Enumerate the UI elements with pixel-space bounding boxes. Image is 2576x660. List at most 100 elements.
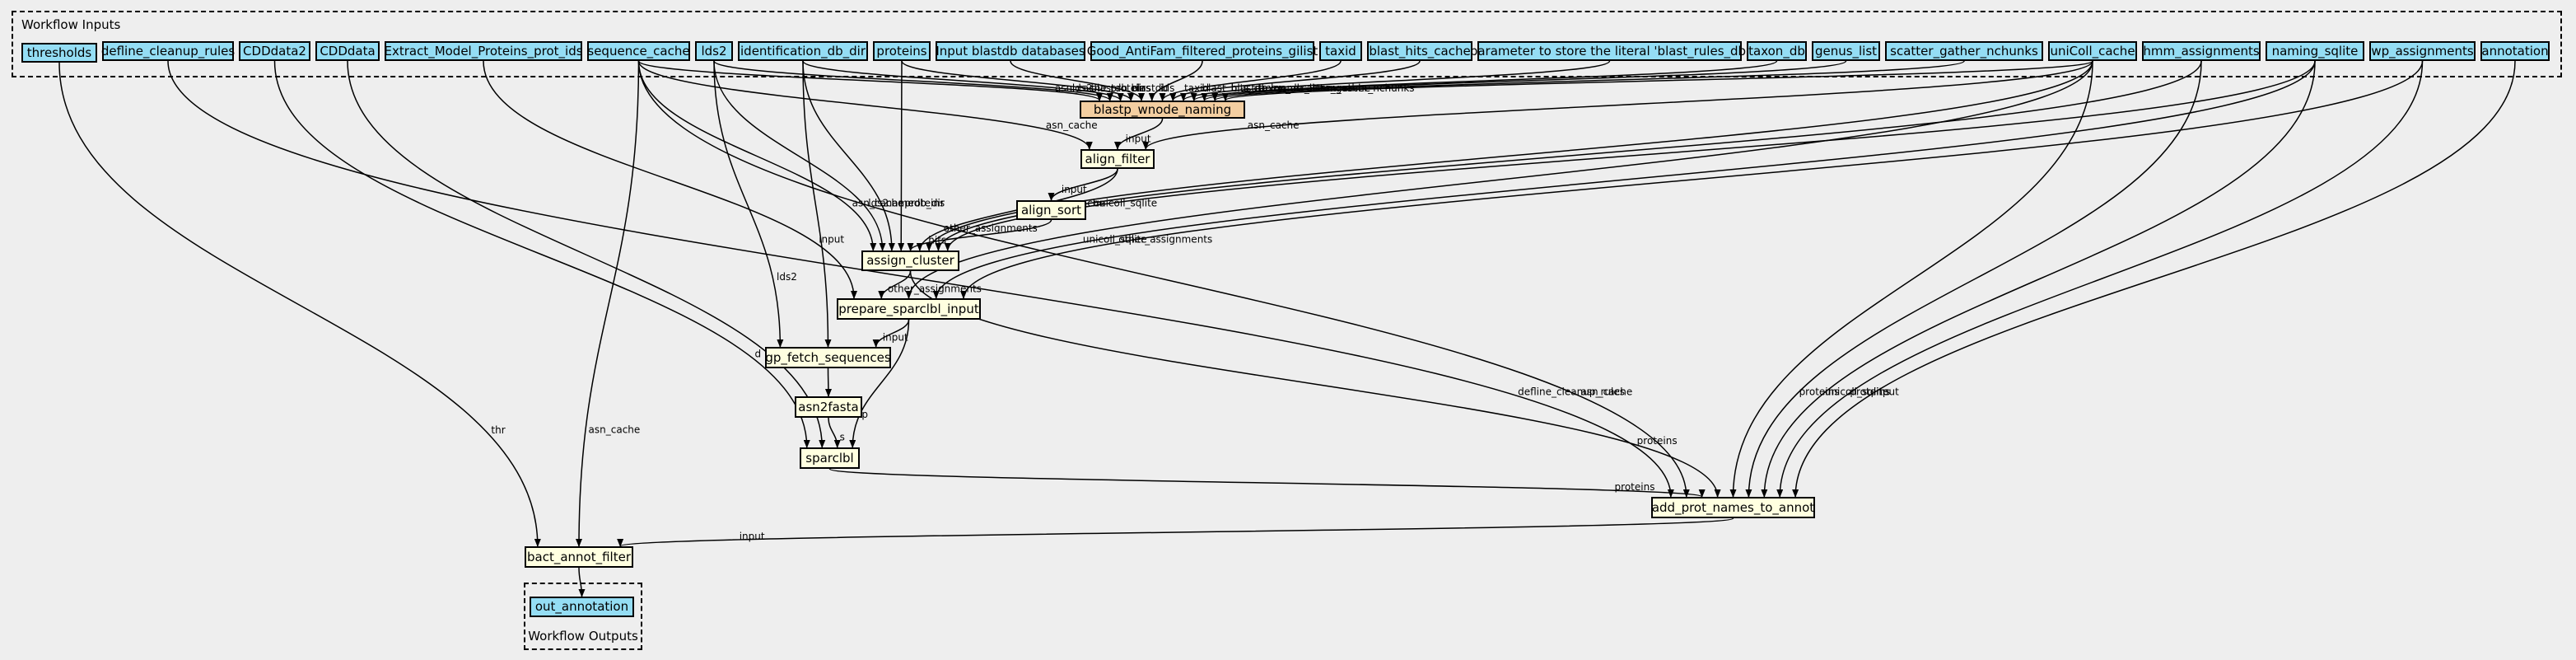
edge-label: proteins (1110, 82, 1150, 94)
node-taxon-db[interactable]: taxon_db (1747, 41, 1807, 61)
node-defline-cleanup-rules[interactable]: defline_cleanup_rules (101, 41, 235, 61)
edge-label: blastdb_dir (1090, 82, 1145, 94)
edge-label: lds2 (777, 271, 797, 283)
edge-input-blastdb-to-blastp-wnode-naming (1010, 60, 1145, 101)
workflow-outputs-label: Workflow Outputs (528, 629, 638, 644)
node-identification-db-dir[interactable]: identification_db_dir (738, 41, 868, 61)
node-taxid[interactable]: taxid (1319, 41, 1362, 61)
edge-proteins-to-blastp-wnode-naming (901, 60, 1135, 101)
node-blast-rules-param[interactable]: parameter to store the literal 'blast_ru… (1470, 41, 1749, 61)
node-annotation[interactable]: annotation (2480, 41, 2550, 61)
node-genus-list[interactable]: genus_list (1812, 41, 1880, 61)
edge-blast-hits-cache-to-blastp-wnode-naming (1169, 60, 1421, 101)
edge-CDDdata-to-sparclbl (347, 60, 826, 448)
edge-label: defline_cleanup_rules (1518, 386, 1625, 397)
edge-label: p (861, 409, 868, 420)
edge-sequence-cache-to-add-prot-names-to-annot (637, 60, 1690, 498)
edge-label: other_assignments (1118, 234, 1212, 246)
edge-label: lds2 (1072, 82, 1093, 94)
edge-label: unicoll_sqlite (1825, 386, 1889, 397)
node-good-antifam[interactable]: Good_AntiFam_filtered_proteins_gilist (1087, 41, 1318, 61)
edge-label: asn_cache (589, 424, 641, 435)
edge-thresholds-to-bact-annot-filter (58, 62, 541, 547)
edge-scatter-gather-nchunks-to-blastp-wnode-naming (1211, 60, 1965, 101)
edge-lds2-to-blastp-wnode-naming (713, 60, 1113, 101)
edge-label: taxon_db (1258, 82, 1303, 94)
node-add-prot-names-to-annot[interactable]: add_prot_names_to_annot (1651, 497, 1815, 518)
edge-label: proteins (1850, 386, 1890, 397)
node-proteins[interactable]: proteins (873, 41, 931, 61)
edge-defline-cleanup-rules-to-add-prot-names-to-annot (167, 60, 1674, 498)
node-uniColl-cache[interactable]: uniColl_cache (2048, 41, 2137, 61)
edge-label: other_assignments (888, 283, 982, 294)
edge-label: blastdb (1231, 82, 1268, 94)
edge-naming-sqlite-to-prepare-sparclbl-input (932, 60, 2316, 299)
edge-genus-list-to-blastp-wnode-naming (1201, 60, 1847, 101)
edge-label: asn_cache (852, 197, 904, 208)
edge-label: ids (1160, 82, 1174, 94)
edge-sequence-cache-to-assign-cluster (637, 60, 877, 251)
node-CDDdata[interactable]: CDDdata (315, 41, 380, 61)
edge-label: proteins (1799, 386, 1840, 397)
workflow-inputs-label: Workflow Inputs (21, 17, 121, 32)
edge-wp-assignments-to-add-prot-names-to-annot (1776, 60, 2424, 498)
edge-label: thr (491, 424, 505, 436)
edge-label: input (740, 531, 765, 542)
edge-identification-db-dir-to-blastp-wnode-naming (802, 60, 1124, 101)
node-blast-hits-cache[interactable]: blast_hits_cache (1367, 41, 1472, 61)
edge-label: asn_cache (1580, 386, 1632, 397)
edge-Extract-Model-Proteins-prot-ids-to-prepare-sparclbl-input (483, 60, 857, 299)
node-lds2[interactable]: lds2 (695, 41, 733, 61)
node-gp-fetch-sequences[interactable]: gp_fetch_sequences (765, 347, 891, 368)
edge-uniColl-cache-to-assign-cluster (926, 60, 2093, 251)
edge-uniColl-cache-to-blastp-wnode-naming (1222, 60, 2093, 101)
edge-hmm-assignments-to-add-prot-names-to-annot (1745, 60, 2202, 498)
edge-sequence-cache-to-blastp-wnode-naming (637, 60, 1103, 101)
edge-label: hits (928, 234, 946, 246)
node-input-blastdb[interactable]: Input blastdb databases (936, 41, 1085, 61)
node-Extract-Model-Proteins-prot-ids[interactable]: Extract_Model_Proteins_prot_ids (384, 41, 583, 61)
edge-identification-db-dir-to-gp-fetch-sequences (802, 60, 832, 348)
edge-taxon-db-to-blastp-wnode-naming (1190, 60, 1778, 101)
edge-label: unicoll_sqlite (1083, 234, 1147, 246)
edge-label: namedb_dir (886, 197, 945, 208)
edge-asn2fasta-to-sparclbl (828, 417, 841, 448)
edge-label: taxid (1184, 82, 1209, 94)
edge-sequence-cache-to-align-filter (637, 60, 1093, 150)
edge-label: asn_cache (1046, 119, 1098, 131)
edge-hmm-assignments-to-assign-cluster (935, 60, 2202, 251)
node-prepare-sparclbl-input[interactable]: prepare_sparclbl_input (837, 298, 981, 320)
node-asn2fasta[interactable]: asn2fasta (795, 396, 862, 418)
node-thresholds[interactable]: thresholds (21, 43, 97, 63)
edge-label: asn_cache (1248, 119, 1300, 131)
edge-label: d (755, 348, 762, 359)
edge-proteins-to-assign-cluster (898, 60, 905, 251)
node-assign-cluster[interactable]: assign_cluster (861, 250, 959, 271)
edge-sequence-cache-to-bact-annot-filter (576, 60, 640, 547)
edge-add-prot-names-to-annot-to-bact-annot-filter (617, 517, 1734, 547)
node-wp-assignments[interactable]: wp_assignments (2369, 41, 2476, 61)
edge-align-filter-to-align-sort (1048, 168, 1118, 201)
edge-gp-fetch-sequences-to-asn2fasta (824, 367, 832, 397)
edge-label: asn_cache (1055, 82, 1107, 94)
node-align-sort[interactable]: align_sort (1016, 200, 1086, 220)
node-sparclbl[interactable]: sparclbl (800, 447, 860, 469)
edge-blastp-wnode-naming-to-align-filter (1114, 118, 1164, 150)
node-blastp-wnode-naming[interactable]: blastp_wnode_naming (1080, 101, 1245, 119)
node-hmm-assignments[interactable]: hmm_assignments (2142, 41, 2261, 61)
edge-label: input (1126, 133, 1151, 144)
edge-label: input (1874, 386, 1899, 397)
edge-align-sort-to-assign-cluster (907, 219, 1052, 251)
node-sequence-cache[interactable]: sequence_cache (587, 41, 690, 61)
node-align-filter[interactable]: align_filter (1080, 149, 1155, 169)
edge-naming-sqlite-to-add-prot-names-to-annot (1761, 60, 2316, 498)
node-scatter-gather-nchunks[interactable]: scatter_gather_nchunks (1885, 41, 2043, 61)
edge-uniColl-cache-to-align-filter (1142, 60, 2093, 150)
node-naming-sqlite[interactable]: naming_sqlite (2266, 41, 2364, 61)
edge-identification-db-dir-to-assign-cluster (802, 60, 895, 251)
node-CDDdata2[interactable]: CDDdata2 (239, 41, 310, 61)
edge-label: blast_hits_cache (1202, 82, 1283, 94)
node-bact-annot-filter[interactable]: bact_annot_filter (525, 546, 633, 568)
node-out-annotation[interactable]: out_annotation (530, 597, 634, 617)
edge-label: proteins (1615, 481, 1655, 493)
